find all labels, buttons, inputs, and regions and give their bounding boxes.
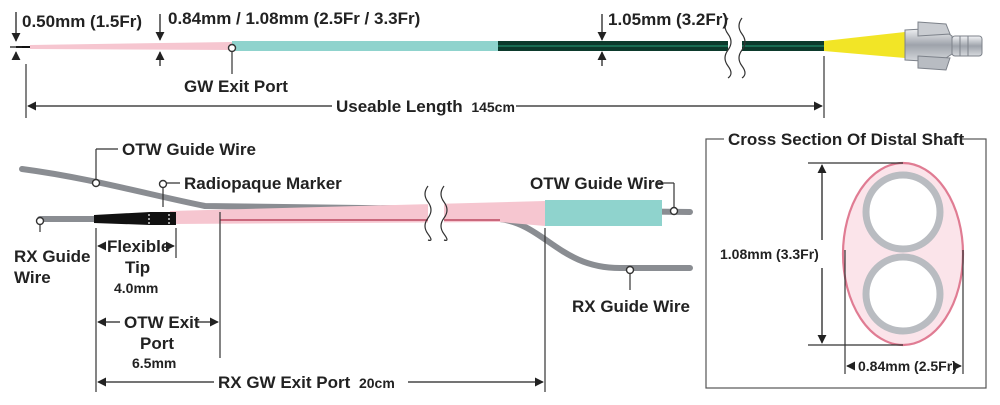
cross-section-title: Cross Section Of Distal Shaft [728, 130, 964, 149]
rx-guide-wire-left-label-line2: Wire [14, 268, 51, 287]
detail-catheter-view: OTW Guide Wire Radiopaque Marker OTW Gui… [14, 140, 693, 392]
catheter-teal-segment [232, 41, 498, 51]
flexible-tip-value: 4.0mm [114, 280, 158, 296]
top-catheter-view: 0.50mm (1.5Fr) 0.84mm / 1.08mm (2.5Fr / … [10, 9, 983, 118]
gw-exit-port-label: GW Exit Port [184, 77, 288, 96]
flexible-tip-label-line2: Tip [125, 258, 150, 277]
cross-section-width-label: 0.84mm (2.5Fr) [858, 358, 957, 374]
otw-guide-wire-right-label: OTW Guide Wire [530, 174, 664, 193]
flexible-tip-black [94, 212, 176, 225]
otw-guide-wire-left-path [19, 166, 693, 215]
detail-break-symbol [424, 185, 432, 241]
radiopaque-marker-box [148, 209, 170, 228]
tip-dimension-label: 0.50mm (1.5Fr) [22, 12, 142, 31]
cross-section-height-label: 1.08mm (3.3Fr) [720, 246, 819, 262]
gw-exit-port-marker [227, 43, 237, 53]
flexible-tip-label: Flexible [107, 237, 170, 256]
mid-dimension-label: 0.84mm / 1.08mm (2.5Fr / 3.3Fr) [168, 9, 420, 28]
otw-exit-port-value: 6.5mm [132, 355, 176, 371]
yellow-strain-relief [824, 32, 905, 58]
top-break-symbol [724, 17, 732, 79]
rx-guide-wire-left-label: RX Guide [14, 247, 91, 266]
proximal-dimension-label: 1.05mm (3.2Fr) [608, 10, 728, 29]
rx-gw-exit-port-label: RX GW Exit Port 20cm [218, 373, 395, 392]
otw-guide-wire-left-label: OTW Guide Wire [122, 140, 256, 159]
otw-exit-port-label-line2: Port [140, 334, 174, 353]
catheter-pink-segment [30, 42, 232, 50]
radiopaque-marker-label: Radiopaque Marker [184, 174, 342, 193]
upper-lumen [862, 171, 944, 253]
detail-teal-shaft [545, 200, 662, 226]
otw-exit-port-label: OTW Exit [124, 313, 200, 332]
lower-lumen [862, 253, 944, 335]
cross-section-panel: Cross Section Of Distal Shaft 1.08mm (3.… [705, 128, 987, 389]
useable-length-label: Useable Length 145cm [336, 97, 515, 116]
luer-hub [904, 21, 983, 71]
rx-guide-wire-right-label: RX Guide Wire [572, 297, 690, 316]
